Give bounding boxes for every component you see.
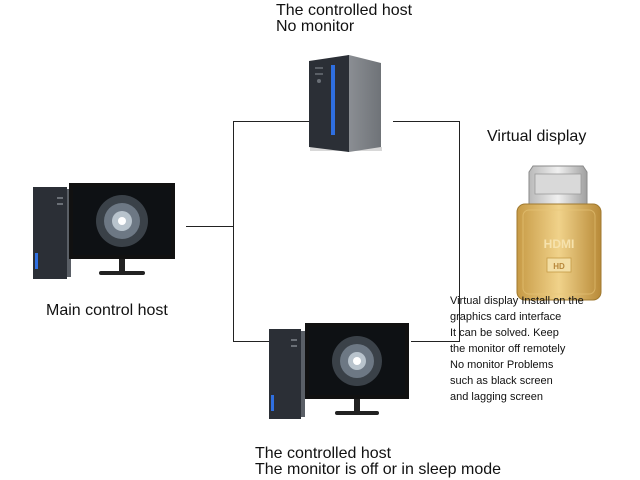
connector-left-vertical: [233, 121, 234, 342]
tower-pc-icon: [309, 55, 382, 152]
top-host-subtitle: No monitor: [276, 18, 355, 35]
top-host-title: The controlled host: [276, 2, 413, 19]
connector-bottom-left-h: [233, 341, 269, 342]
description-line: Virtual display Install on the: [450, 295, 584, 307]
bottom-host-subtitle: The monitor is off or in sleep mode: [255, 461, 502, 478]
description-line: and lagging screen: [450, 391, 543, 403]
desktop-monitor-icon: [33, 183, 175, 279]
bottom-host-title: The controlled host: [255, 445, 392, 462]
connector-main-h: [186, 226, 234, 227]
hdmi-plug-icon: HDMI HD: [516, 165, 602, 301]
virtual-display-title: Virtual display: [487, 128, 587, 145]
virtual-display-description: Virtual display Install on the graphics …: [450, 293, 584, 405]
description-line: such as black screen: [450, 375, 553, 387]
connector-top-right-h: [393, 121, 459, 122]
main-host-label: Main control host: [46, 302, 168, 319]
description-line: It can be solved. Keep: [450, 327, 559, 339]
description-line: the monitor off remotely: [450, 343, 566, 355]
hdmi-plug-text: HDMI: [544, 237, 575, 251]
hd-plug-text: HD: [553, 262, 565, 271]
connector-top-left-h: [233, 121, 309, 122]
description-line: No monitor Problems: [450, 359, 554, 371]
connector-right-vertical: [459, 121, 460, 342]
desktop-monitor-icon: [269, 323, 409, 419]
connector-bottom-right-h: [411, 341, 460, 342]
description-line: graphics card interface: [450, 311, 562, 323]
